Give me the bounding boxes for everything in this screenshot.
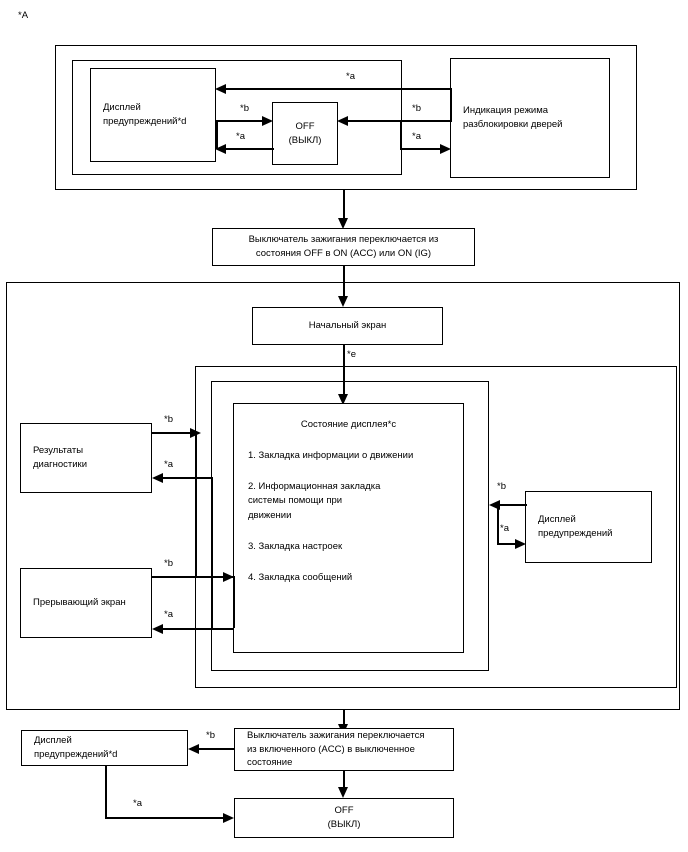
top-off-box[interactable]: OFF (ВЫКЛ) [272,102,338,165]
arrow-line-ign-to-warn [196,748,234,750]
middle-section-panel [6,282,680,710]
diagnostics-line2: диагностики [33,459,87,470]
arrow-line-state-to-interrupt [160,628,234,630]
flow-arrowhead-top-to-ignition [338,218,348,229]
arrow-line-diag-to-state [152,432,195,434]
middle-warning-display-box[interactable]: Дисплей предупреждений [525,491,652,563]
arrow-line-state-to-warn [497,543,519,545]
display-state-item-4[interactable]: 4. Закладка сообщений [248,572,353,584]
arrowhead-warn-to-state [489,499,500,510]
arrow-line-unlock-to-off [344,120,452,122]
arrowhead-unlock-to-warn [215,83,226,94]
display-state-title: Состояние дисплея*c [300,419,397,430]
stub-warn-right-b [216,120,218,149]
top-door-unlock-line2: разблокировки дверей [463,119,563,130]
top-warning-display-line2: предупреждений*d [103,116,187,127]
middle-warning-display-line1: Дисплей [538,514,576,526]
top-section-inner-panel [72,60,402,175]
diagnostics-line1: Результаты [33,445,84,457]
interrupt-screen-line1: Прерывающий экран [33,597,126,609]
arrow-line-state-to-diag [160,477,211,479]
top-warning-display-line1: Дисплей [103,102,141,114]
arrow-line-warn-to-off [216,120,266,122]
label-warn-to-off-bottom: *a [133,798,142,809]
bottom-warning-display-line1: Дисплей [34,735,72,747]
arrowhead-state-to-interrupt [152,623,163,634]
diagnostics-results-box[interactable]: Результаты диагностики [20,423,152,493]
figure-reference-label: *A [18,10,29,21]
flow-line-top-to-ignition [343,190,345,224]
arrow-line-off-to-warn [222,148,274,150]
display-state-item-1[interactable]: 1. Закладка информации о движении [248,449,414,461]
arrow-line-warn-to-state [497,504,527,506]
stub-off-right-a [400,120,402,149]
label-off-to-unlock: *a [412,131,421,142]
label-warn-to-off: *b [240,103,249,114]
arrow-line-warn-to-off-vertical [105,766,107,818]
label-state-to-diag: *a [164,459,173,470]
top-section-outer-panel [55,45,637,190]
label-diag-to-state: *b [164,414,173,425]
ignition-on-line2: состояния OFF в ON (ACC) или ON (IG) [255,248,432,259]
ignition-off-box[interactable]: Выключатель зажигания переключается из в… [234,728,454,771]
bottom-off-line2: (ВЫКЛ) [327,819,361,830]
arrow-line-unlock-to-warn [222,88,450,90]
label-ign-to-warn: *b [206,730,215,741]
top-off-line2: (ВЫКЛ) [288,134,322,146]
arrowhead-interrupt-to-state [223,571,234,582]
flow-arrowhead-ignition-off-to-off [338,787,348,798]
stub-left-bundle-1 [195,432,197,577]
label-unlock-to-warn: *a [346,71,355,82]
stub-left-bundle-3 [233,576,235,628]
top-off-line1: OFF [295,120,315,132]
interrupt-screen-box[interactable]: Прерывающий экран [20,568,152,638]
ignition-off-line3: состояние [247,757,293,769]
flow-line-ignition-off-to-off [343,771,345,793]
flow-line-ignition-to-initial [343,266,345,302]
flow-line-middle-to-ignition-off [343,710,345,734]
arrowhead-state-to-diag [152,472,163,483]
bottom-warning-display-line2: предупреждений*d [34,749,118,760]
ignition-on-box[interactable]: Выключатель зажигания переключается из с… [212,228,475,266]
arrow-line-interrupt-to-state [152,576,233,578]
arrowhead-ign-to-warn [188,743,199,754]
top-warning-display-box[interactable]: Дисплей предупреждений*d [90,68,216,162]
arrowhead-warn-to-off [223,812,234,823]
display-state-item-3[interactable]: 3. Закладка настроек [248,540,343,552]
display-state-item-2[interactable]: 2. Информационная закладка системы помощ… [248,481,381,521]
flow-line-initial-to-state [343,345,345,400]
arrow-line-off-to-unlock [400,148,444,150]
bottom-warning-display-box[interactable]: Дисплей предупреждений*d [21,730,188,766]
arrowhead-off-to-unlock [440,143,451,154]
arrowhead-warn-to-off [262,115,273,126]
label-initial-to-state: *e [347,349,356,360]
flow-arrowhead-ignition-to-initial [338,296,348,307]
arrowhead-off-to-warn [215,143,226,154]
label-warn-to-state: *b [497,481,506,492]
arrowhead-unlock-to-off [337,115,348,126]
display-state-box[interactable]: Состояние дисплея*c 1. Закладка информац… [233,403,464,653]
initial-screen-label: Начальный экран [308,320,387,332]
stub-right-bundle [497,504,499,544]
label-unlock-to-off: *b [412,103,421,114]
middle-warning-display-line2: предупреждений [538,528,613,539]
label-state-to-warn: *a [500,523,509,534]
bottom-off-box[interactable]: OFF (ВЫКЛ) [234,798,454,838]
top-door-unlock-box[interactable]: Индикация режима разблокировки дверей [450,58,610,178]
label-interrupt-to-state: *b [164,558,173,569]
arrowhead-state-to-warn [515,538,526,549]
ignition-off-line1: Выключатель зажигания переключается [247,729,425,741]
stub-left-bundle-2 [211,477,213,628]
label-state-to-interrupt: *a [164,609,173,620]
label-off-to-warn: *a [236,131,245,142]
ignition-on-line1: Выключатель зажигания переключается из [248,234,439,246]
flow-arrowhead-initial-to-state [338,394,348,405]
ignition-off-line2: из включенного (ACC) в выключенное [247,743,415,755]
bottom-off-line1: OFF [334,805,354,817]
arrow-line-warn-to-off-horizontal [105,817,226,819]
initial-screen-box[interactable]: Начальный экран [252,307,443,345]
top-door-unlock-line1: Индикация режима [463,105,549,117]
stub-unlock-left-b [450,88,452,121]
